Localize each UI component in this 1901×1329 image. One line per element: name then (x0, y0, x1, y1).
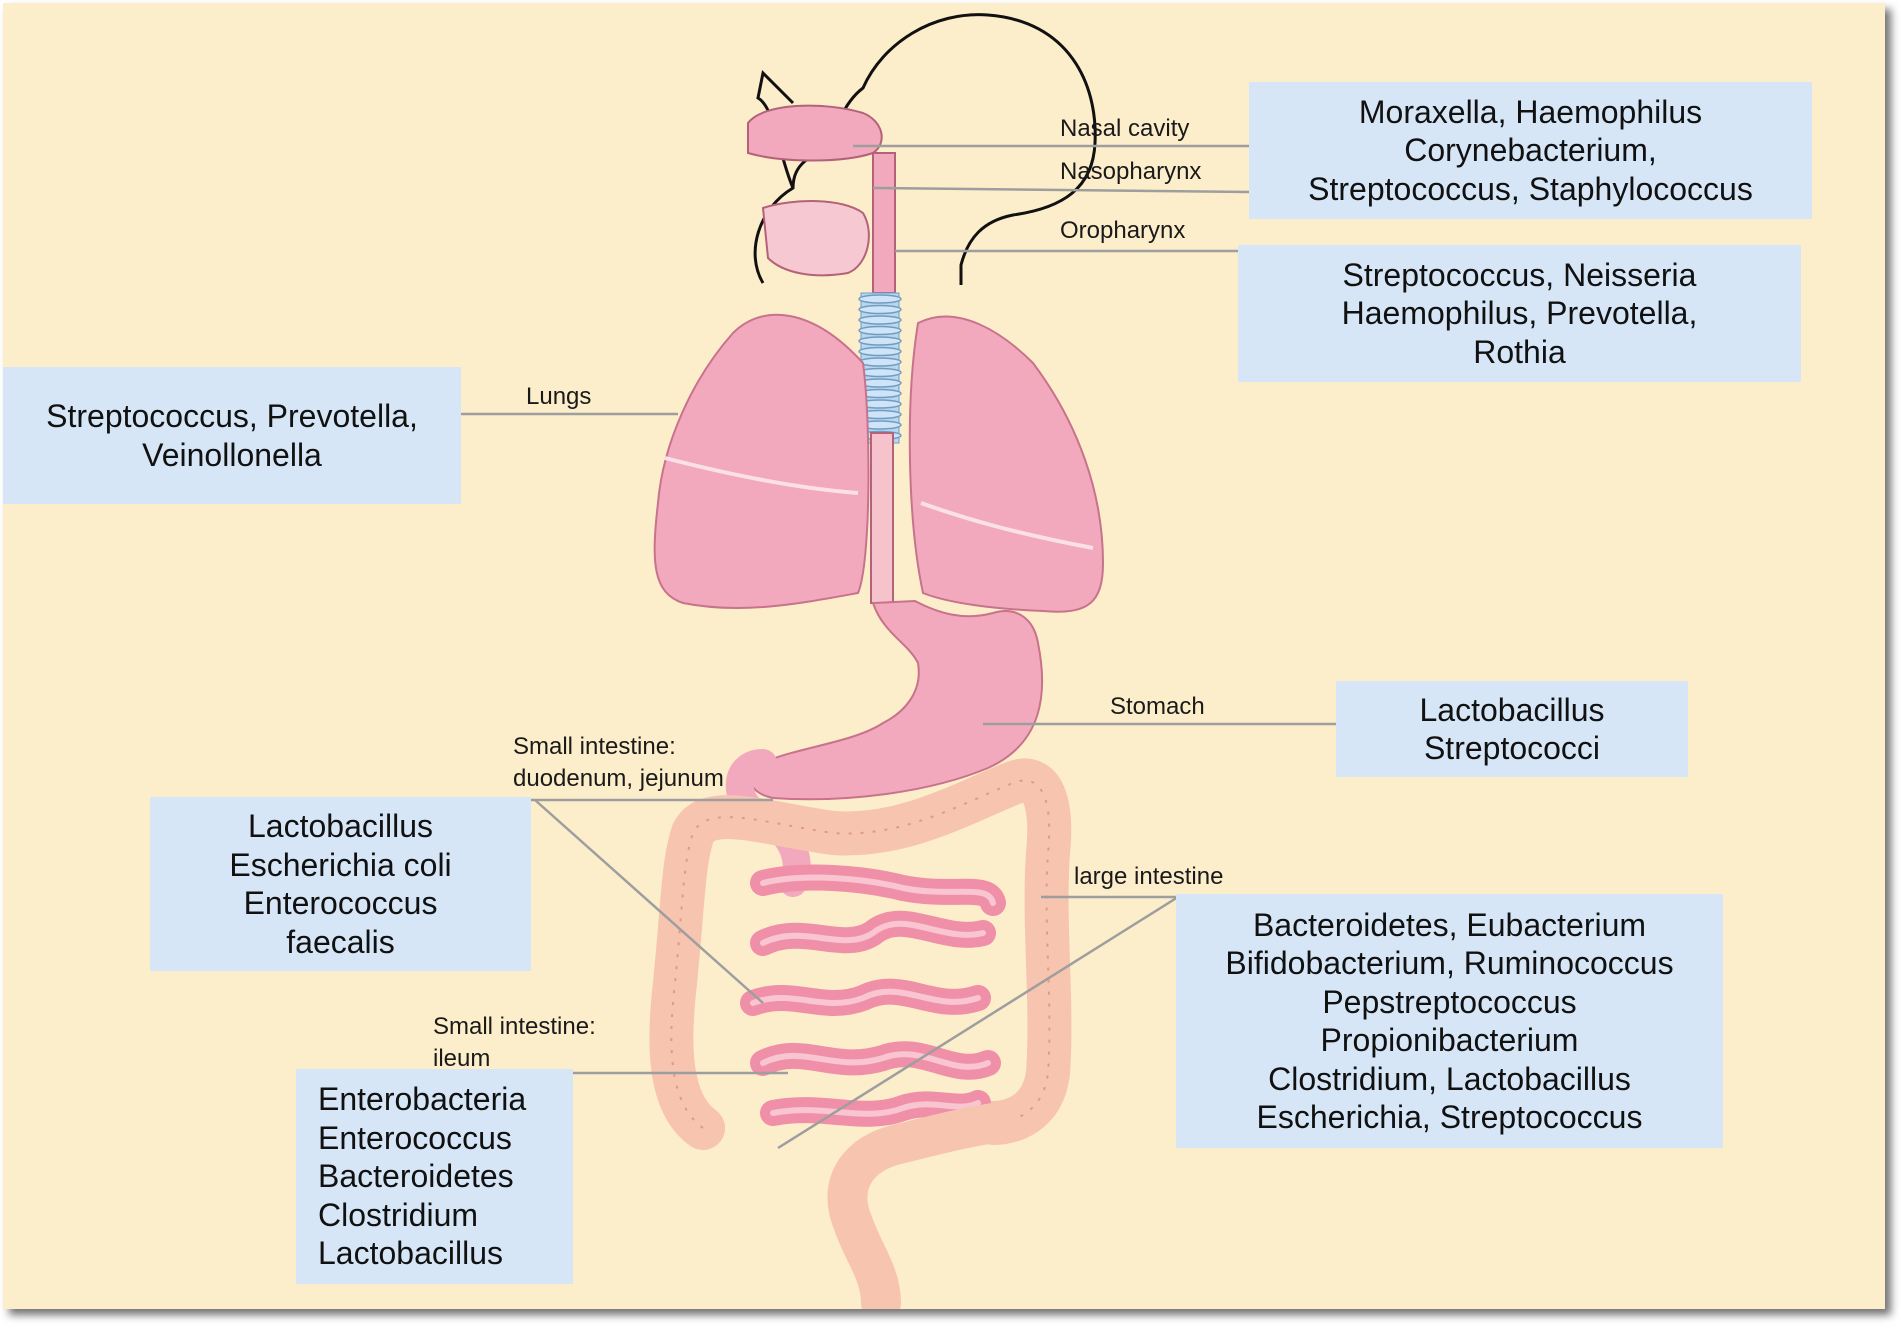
taxa-list-stomach: Lactobacillus Streptococci (1420, 691, 1605, 768)
trachea-ring (859, 337, 901, 345)
mouth-shape (763, 201, 869, 275)
label-lungs: Lungs (526, 383, 591, 411)
label-small-intestine-upper-line1: Small intestine: (513, 733, 676, 761)
pharynx-tube (873, 153, 895, 293)
rectum (847, 1123, 993, 1303)
taxa-box-large-intestine: Bacteroidetes, Eubacterium Bifidobacteri… (1176, 894, 1723, 1148)
label-oropharynx: Oropharynx (1060, 217, 1185, 245)
taxa-box-stomach: Lactobacillus Streptococci (1336, 681, 1688, 777)
trachea-ring (859, 316, 901, 324)
taxa-box-duodenum-jejunum: Lactobacillus Escherichia coli Enterococ… (150, 797, 531, 971)
trachea-ring (859, 306, 901, 314)
taxa-list-lungs: Streptococcus, Prevotella, Veinollonella (46, 397, 418, 474)
trachea-ring (859, 348, 901, 356)
label-stomach: Stomach (1110, 693, 1205, 721)
taxa-list-ileum: Enterobacteria Enterococcus Bacteroidete… (318, 1080, 526, 1273)
taxa-list-duodenum-jejunum: Lactobacillus Escherichia coli Enterococ… (229, 807, 451, 961)
label-small-intestine-upper-line2: duodenum, jejunum (513, 765, 724, 793)
taxa-list-large-intestine: Bacteroidetes, Eubacterium Bifidobacteri… (1225, 906, 1673, 1137)
label-small-intestine-lower-line1: Small intestine: (433, 1013, 596, 1041)
taxa-box-nasal: Moraxella, Haemophilus Corynebacterium, … (1249, 82, 1812, 219)
right-lung (910, 317, 1103, 612)
taxa-list-oropharynx: Streptococcus, Neisseria Haemophilus, Pr… (1342, 256, 1698, 372)
trachea-ring (859, 358, 901, 366)
taxa-box-lungs: Streptococcus, Prevotella, Veinollonella (3, 367, 461, 504)
label-large-intestine: large intestine (1074, 863, 1223, 891)
label-nasopharynx: Nasopharynx (1060, 158, 1201, 186)
esophagus (871, 433, 893, 603)
large-intestine (671, 780, 1049, 1128)
label-nasal-cavity: Nasal cavity (1060, 115, 1189, 143)
taxa-list-nasal: Moraxella, Haemophilus Corynebacterium, … (1308, 93, 1753, 209)
trachea-ring (859, 327, 901, 335)
nasal-cavity-shape (748, 106, 882, 161)
taxa-box-oropharynx: Streptococcus, Neisseria Haemophilus, Pr… (1238, 245, 1801, 382)
trachea-ring (859, 295, 901, 303)
taxa-box-ileum: Enterobacteria Enterococcus Bacteroidete… (296, 1069, 573, 1284)
left-lung (655, 315, 869, 608)
diagram-panel: Nasal cavity Nasopharynx Oropharynx Lung… (3, 3, 1885, 1309)
